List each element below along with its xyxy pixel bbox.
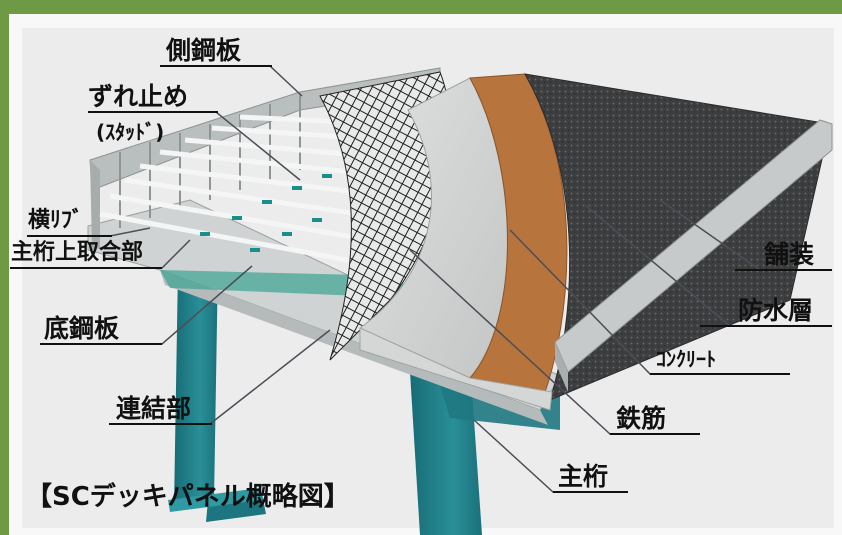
frame-left-border [0, 0, 9, 535]
right-wall-end [555, 342, 568, 392]
label-transverse-rib: 横ﾘﾌﾞ [28, 208, 84, 233]
label-main-girder: 主桁 [558, 462, 609, 491]
leader-waterproof [585, 205, 731, 327]
label-rebar: 鉄筋 [616, 404, 667, 433]
label-connection: 連結部 [116, 394, 192, 423]
label-underlines [10, 65, 832, 493]
label-stud-note: (ｽﾀｯﾄﾞ) [96, 120, 165, 144]
label-pavement: 舗装 [764, 240, 815, 269]
label-girder-joint: 主桁上取合部 [11, 240, 144, 265]
label-bottom-steel-plate: 底鋼板 [44, 314, 120, 343]
leader-pavement [659, 199, 761, 271]
diagram-caption: 【SCデッキパネル概略図】 [26, 482, 350, 512]
frame-top-border [0, 0, 842, 14]
label-side-steel-plate: 側鋼板 [166, 36, 242, 65]
label-concrete: ｺﾝｸﾘｰﾄ [656, 347, 716, 371]
label-waterproof-layer: 防水層 [738, 296, 814, 325]
deck-front-edge [359, 327, 553, 411]
deck-underside [160, 270, 548, 425]
label-stud-connector: ずれ止め [88, 82, 189, 111]
side-plate-end [90, 160, 100, 250]
